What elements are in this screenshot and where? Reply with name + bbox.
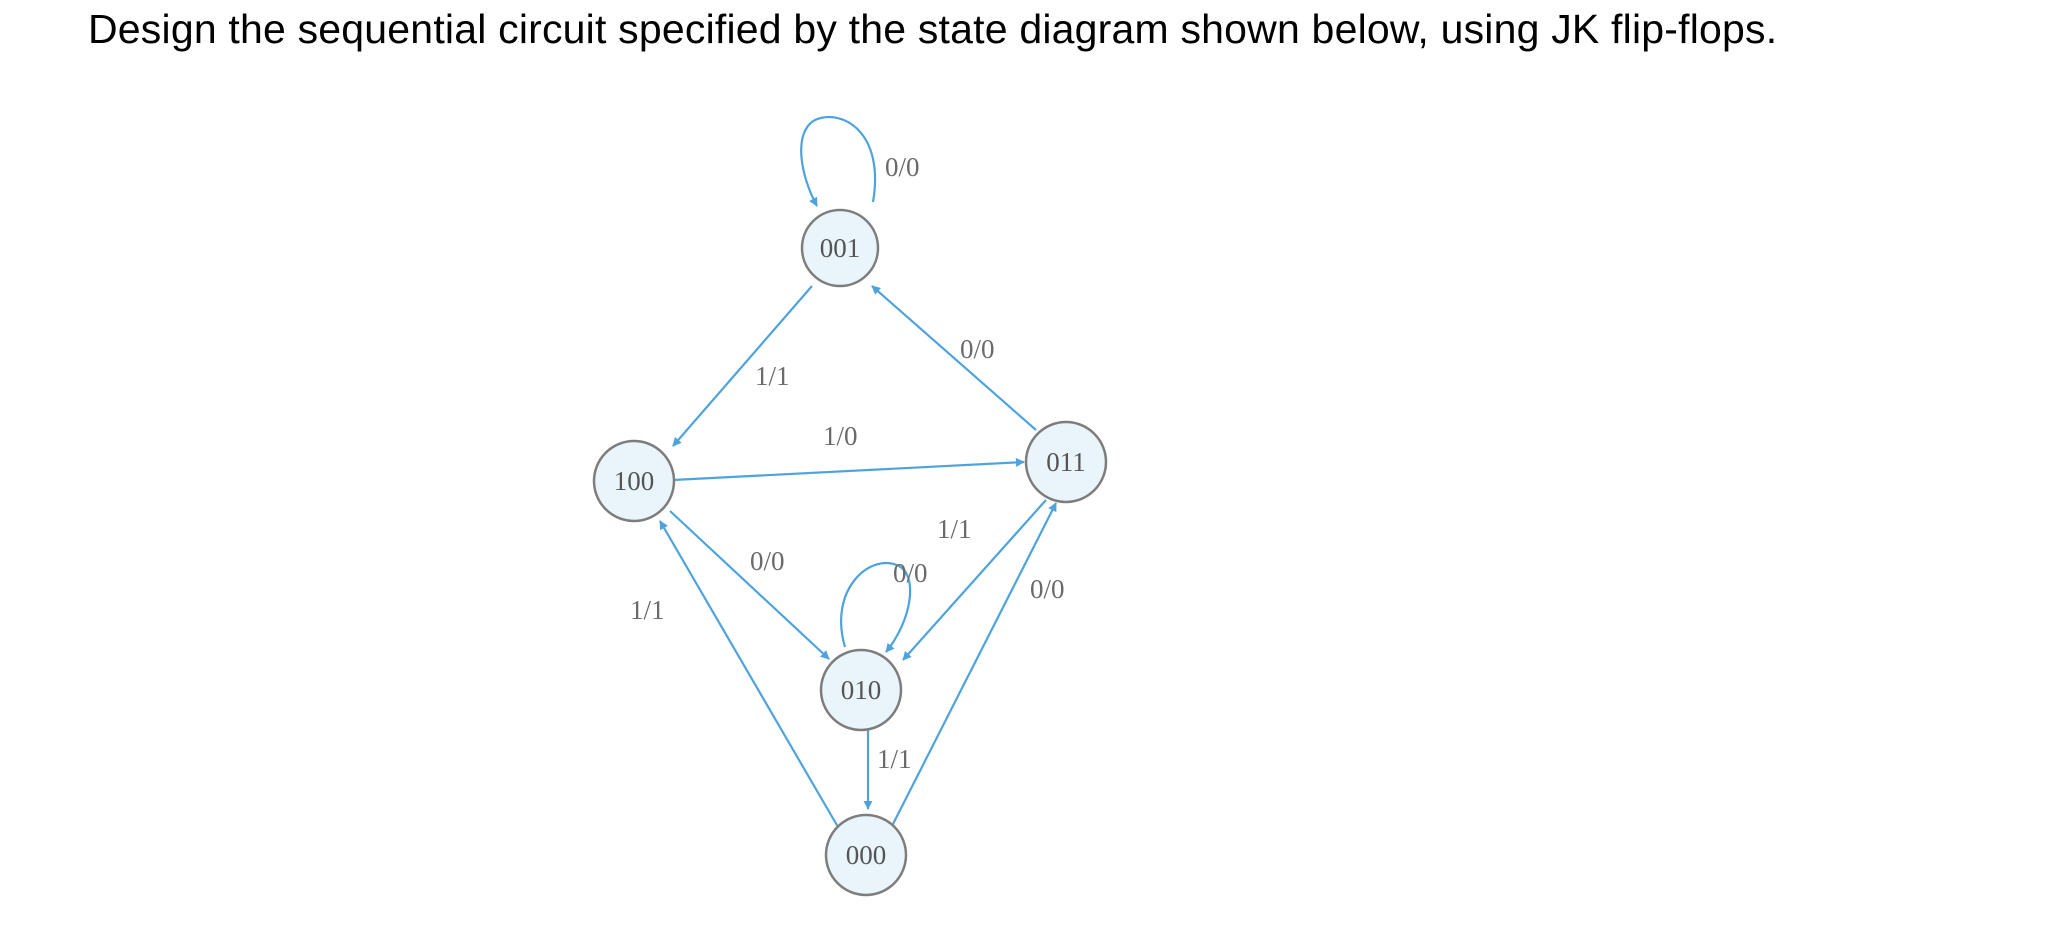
state-001-label: 001 bbox=[820, 233, 861, 263]
transition-self-001: 0/0 bbox=[800, 115, 920, 207]
transition-000-to-011: 0/0 bbox=[891, 502, 1065, 827]
transition-011-to-001: 0/0 bbox=[871, 285, 1037, 431]
state-000: 000 bbox=[824, 813, 908, 897]
transition-self-010: 0/0 bbox=[839, 558, 928, 653]
label-001-to-100: 1/1 bbox=[755, 361, 790, 391]
state-011-label: 011 bbox=[1046, 447, 1086, 477]
state-100-label: 100 bbox=[614, 466, 655, 496]
state-100: 100 bbox=[592, 439, 676, 523]
state-010-label: 010 bbox=[841, 675, 882, 705]
label-010-to-000: 1/1 bbox=[877, 744, 912, 774]
state-001: 001 bbox=[800, 208, 880, 288]
transition-000-to-100: 1/1 bbox=[630, 520, 839, 828]
label-100-to-011: 1/0 bbox=[823, 421, 858, 451]
state-000-label: 000 bbox=[846, 840, 887, 870]
question-text: Design the sequential circuit specified … bbox=[88, 6, 1778, 52]
label-000-to-100: 1/1 bbox=[630, 595, 665, 625]
label-011-to-001: 0/0 bbox=[960, 334, 995, 364]
label-self-010: 0/0 bbox=[893, 558, 928, 588]
transition-011-to-010: 1/1 bbox=[902, 499, 1047, 661]
label-000-to-011: 0/0 bbox=[1030, 574, 1065, 604]
transition-100-to-010: 0/0 bbox=[669, 510, 830, 660]
state-010: 010 bbox=[819, 648, 903, 732]
transition-100-to-011: 1/0 bbox=[672, 421, 1025, 482]
label-100-to-010: 0/0 bbox=[750, 546, 785, 576]
transition-001-to-100: 1/1 bbox=[672, 285, 813, 447]
state-011: 011 bbox=[1024, 420, 1108, 504]
label-011-to-010: 1/1 bbox=[937, 514, 972, 544]
label-self-001: 0/0 bbox=[885, 152, 920, 182]
transition-010-to-000: 1/1 bbox=[863, 730, 912, 810]
